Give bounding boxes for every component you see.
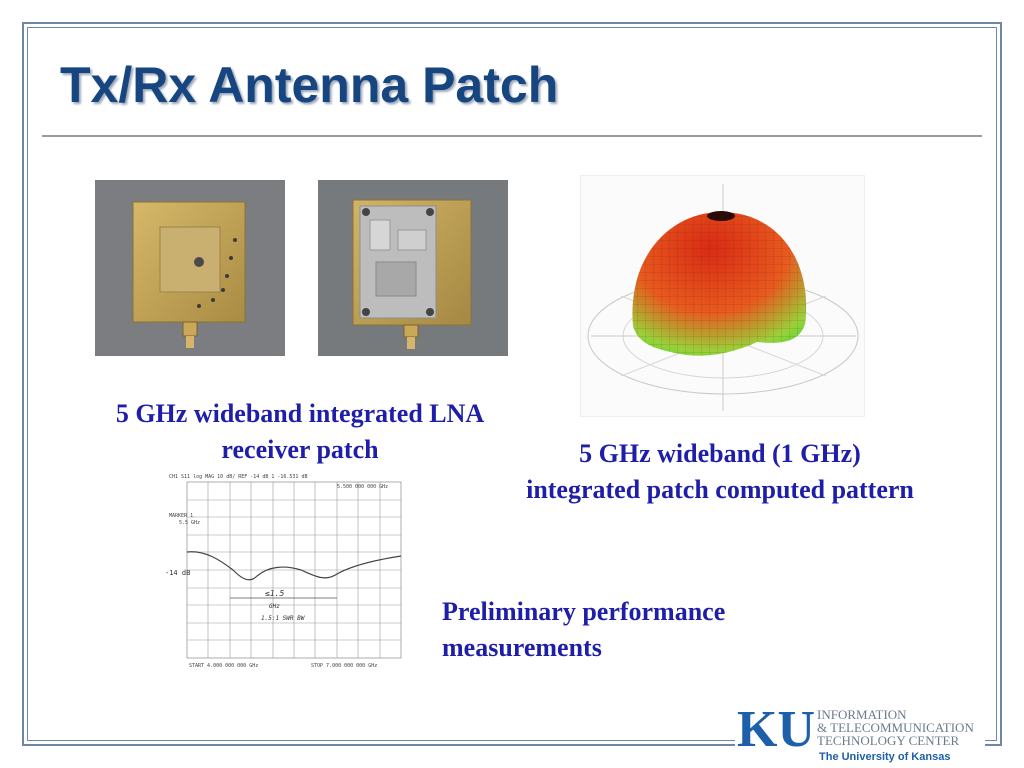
ittc-logo: KU INFORMATION & TELECOMMUNICATION TECHN…: [735, 702, 985, 766]
caption-computed-pattern: 5 GHz wideband (1 GHz) integrated patch …: [526, 439, 914, 504]
logo-university: The University of Kansas: [819, 751, 951, 763]
s11-measurement-plot: CH1 S11 log MAG 10 dB/ REF -14 dB 1 -16.…: [165, 470, 405, 670]
receiver-patch-back-photo: [318, 180, 508, 356]
plot-note-swr: 1.5:1 SWR BW: [261, 615, 306, 622]
logo-line-2: & TELECOMMUNICATION: [817, 720, 974, 735]
plot-start: START 4.000 000 000 GHz: [189, 663, 258, 669]
plot-frequency: 5.500 000 000 GHz: [337, 484, 388, 490]
logo-line-1: INFORMATION: [817, 707, 907, 722]
plot-marker-frequency: 5.5 GHz: [179, 520, 200, 526]
ku-logo-mark: KU: [737, 701, 815, 758]
slide-title: Tx/Rx Antenna Patch: [60, 57, 559, 113]
plot-header: CH1 S11 log MAG 10 dB/ REF -14 dB 1 -16.…: [169, 474, 307, 480]
caption-measurements: Preliminary performance measurements: [442, 597, 726, 662]
caption-receiver-patch: 5 GHz wideband integrated LNA receiver p…: [115, 399, 485, 464]
computed-radiation-pattern: [580, 175, 865, 417]
receiver-patch-front-photo: [95, 180, 285, 356]
plot-stop: STOP 7.000 000 000 GHz: [311, 663, 377, 669]
logo-line-3: TECHNOLOGY CENTER: [817, 733, 960, 748]
title-divider: [42, 135, 982, 137]
plot-note-ratio: ≤1.5: [265, 589, 284, 598]
slide-frame-outer: [22, 22, 1002, 746]
plot-note-ghz: GHz: [269, 603, 280, 610]
slide-frame-inner: [27, 27, 997, 741]
plot-axis-note: -14 dB: [165, 569, 190, 577]
plot-marker: MARKER 1: [169, 513, 193, 519]
